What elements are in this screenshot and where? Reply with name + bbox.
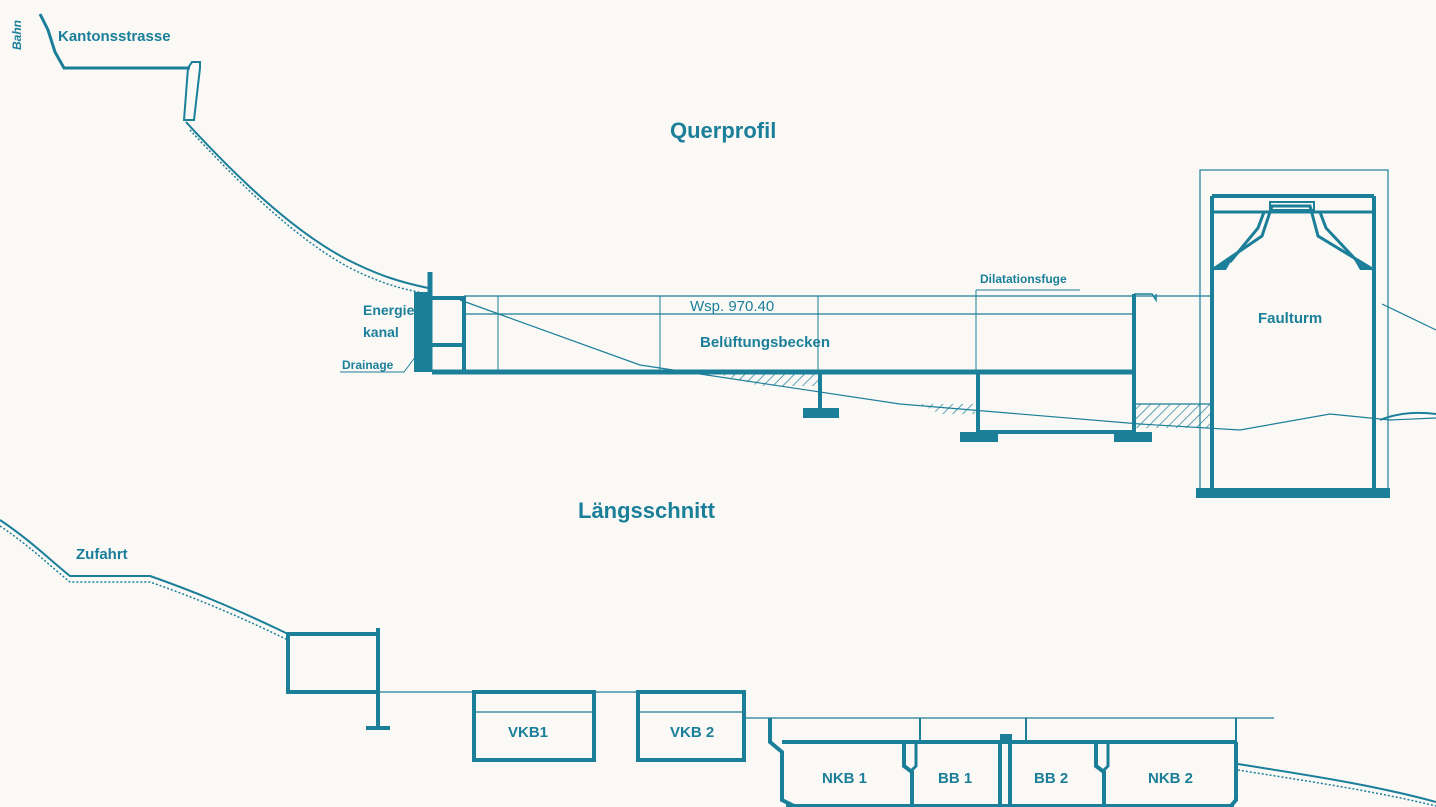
vkb1-label: VKB1 [508, 724, 549, 741]
energiekanal-label-line1: Energie- [363, 302, 420, 318]
belueftungsbecken-structure [340, 272, 1212, 442]
dilatationsfuge-label: Dilatationsfuge [980, 272, 1067, 286]
bahn-label: Bahn [10, 20, 24, 50]
zufahrt-label: Zufahrt [76, 546, 128, 563]
energiekanal-label-line2: kanal [363, 324, 399, 340]
kantonsstrasse-label: Kantonsstrasse [58, 28, 171, 45]
querprofil-terrain [38, 13, 1436, 431]
laengsschnitt-terrain [0, 519, 1436, 807]
vkb2-label: VKB 2 [670, 724, 715, 741]
laengsschnitt-title: Längsschnitt [578, 498, 715, 523]
querprofil-fill-hatch [712, 372, 1210, 428]
nkb2-label: NKB 2 [1148, 770, 1194, 787]
drainage-label: Drainage [342, 358, 394, 372]
querprofil-title: Querprofil [670, 118, 777, 143]
wsp-label: Wsp. 970.40 [690, 298, 775, 315]
laengsschnitt-structures [286, 628, 1274, 807]
faulturm-label: Faulturm [1258, 310, 1323, 327]
nkb1-label: NKB 1 [822, 770, 868, 787]
bb1-label: BB 1 [938, 770, 973, 787]
bb2-label: BB 2 [1034, 770, 1069, 787]
faulturm-structure [1196, 169, 1390, 498]
belueftungsbecken-label: Belüftungsbecken [700, 334, 831, 351]
